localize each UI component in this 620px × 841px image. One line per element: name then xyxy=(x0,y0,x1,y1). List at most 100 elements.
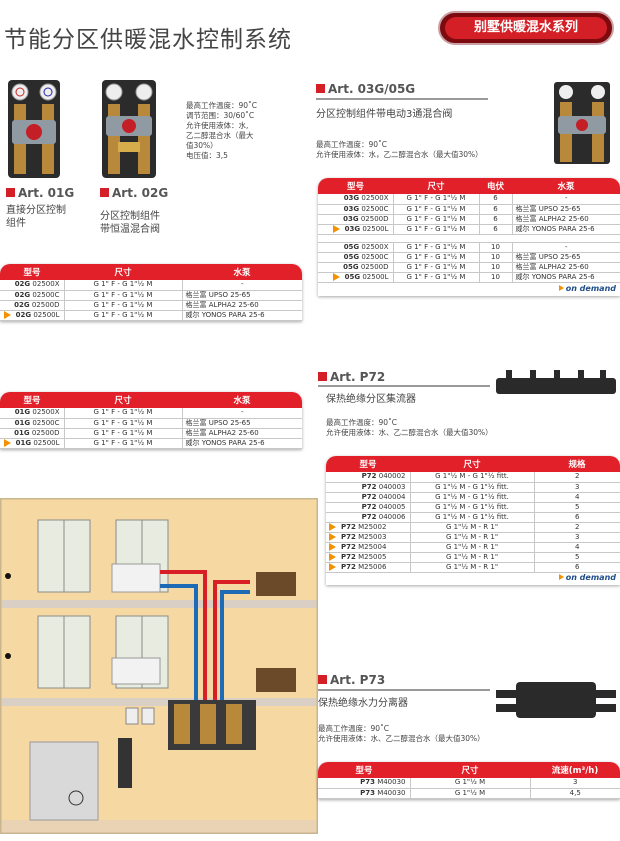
art03g-name: 分区控制组件带电动3通混合阀 xyxy=(316,109,453,120)
table-cell: M40030 xyxy=(377,788,406,797)
table-cell: P72 M25005 xyxy=(326,552,410,563)
table-cell: P72 xyxy=(361,482,377,491)
table-header-cell: 流速(m³/h) xyxy=(530,762,620,778)
table-cell: 02500L xyxy=(33,310,60,319)
table-cell: 01G xyxy=(14,418,31,427)
art02g-code: Art. 02G xyxy=(100,186,168,200)
table-cell: 格兰富 UPSO 25-65 xyxy=(511,252,620,263)
arrow-icon xyxy=(332,224,340,233)
table-cell: 3 xyxy=(533,482,620,493)
table-cell: 6 xyxy=(478,214,512,225)
table-row: 型号尺寸水泵 xyxy=(0,264,302,280)
table-cell: P73 M40030 xyxy=(318,788,410,799)
table-header-cell: 型号 xyxy=(326,456,410,472)
table-cell: 05G 02500D xyxy=(318,262,393,273)
table-cell: 03G 02500C xyxy=(318,204,393,215)
table-row: 型号尺寸流速(m³/h) xyxy=(318,762,620,778)
art03g-spec-temp: 最高工作温度：90˚C xyxy=(316,140,388,149)
table-cell: 03G xyxy=(343,194,360,203)
table-cell: G 1"½ M - R 1" xyxy=(409,562,534,573)
table-cell: 10 xyxy=(478,262,512,273)
table-cell: G 1" F - G 1"½ M xyxy=(63,418,182,429)
table-cell: P72 040006 xyxy=(326,512,410,523)
art03g-spec-fluid: 允许使用液体：水，乙二醇混合水（最大值30%） xyxy=(316,150,483,159)
table-header-cell: 尺寸 xyxy=(393,178,479,194)
table-cell: 2 xyxy=(533,522,620,533)
on-demand-note: on demand xyxy=(326,573,620,585)
table-cell: P72 M25003 xyxy=(326,532,410,543)
table-cell: 02500C xyxy=(361,204,389,213)
artp73-spec-temp: 最高工作温度：90˚C xyxy=(318,724,390,733)
on-demand-note: on demand xyxy=(318,283,620,296)
table-cell: G 1"½ M xyxy=(409,788,530,799)
table-cell: G 1" F - G 1"½ M xyxy=(63,310,182,321)
table-cell: G 1"½ M - R 1" xyxy=(409,542,534,553)
table-cell: 02500X xyxy=(32,280,60,289)
table-cell: - xyxy=(511,242,620,253)
table-cell: 格兰富 UPSO 25-65 xyxy=(511,204,620,215)
table-cell: 01G xyxy=(14,428,30,437)
table-cell: G 1"½ M xyxy=(409,778,530,789)
table-cell: 01G xyxy=(15,438,32,447)
table-cell: 格兰富 UPSO 25-65 xyxy=(181,418,302,429)
table-cell: P72 xyxy=(361,502,377,511)
divider xyxy=(318,689,490,691)
table-header-cell: 尺寸 xyxy=(410,456,534,472)
table-cell: P72 xyxy=(341,532,356,541)
table-cell: 02500D xyxy=(360,262,389,271)
table-cell: G 1" F - G 1"½ M xyxy=(392,204,479,215)
table-cell: 03G xyxy=(343,214,359,223)
table-cell: G 1" F - G 1"½ M xyxy=(392,252,479,263)
artp72-spec-temp: 最高工作温度：90˚C xyxy=(326,418,398,427)
table-cell: 6 xyxy=(478,204,512,215)
table-cell: 05G 02500X xyxy=(318,242,393,253)
table-cell: 02500L xyxy=(362,224,389,233)
table-cell: M25005 xyxy=(358,552,387,561)
table-cell: 02G 02500X xyxy=(0,280,64,291)
table-cell: G 1" F - G 1"½ M xyxy=(63,280,182,291)
table-cell: P73 xyxy=(360,788,375,797)
table-cell: - xyxy=(511,194,620,205)
table-cell: P72 040002 xyxy=(326,472,410,483)
table-cell: 4,5 xyxy=(529,788,620,799)
table-cell: G 1"½ M - R 1" xyxy=(409,522,534,533)
table-cell: G 1" F - G 1"½ M xyxy=(392,194,479,205)
table-cell: 威尔 YONOS PARA 25-6 xyxy=(181,438,302,449)
table-cell: 01G xyxy=(14,408,31,417)
table-cell: 威尔 YONOS PARA 25-6 xyxy=(181,310,302,321)
table-cell: 10 xyxy=(478,242,512,253)
artp72-code: Art. P72 xyxy=(318,370,385,384)
table-cell: 02500L xyxy=(362,272,389,281)
table-cell: 02G xyxy=(15,310,32,319)
table-cell: 03G 02500L xyxy=(318,224,393,235)
product-photo-p73 xyxy=(496,682,616,718)
table-cell: 01G 02500X xyxy=(0,408,64,419)
table-cell: M40030 xyxy=(377,778,406,787)
table-cell: P72 040004 xyxy=(326,492,410,503)
series-badge: 别墅供暖混水系列 xyxy=(438,11,614,45)
art03g-code: Art. 03G/05G xyxy=(316,82,415,96)
table-cell: P73 xyxy=(360,778,375,787)
table-cell: 02500C xyxy=(361,252,389,261)
table-cell: P72 xyxy=(361,472,377,481)
table-cell: 01G 02500C xyxy=(0,418,64,429)
table-cell: 05G xyxy=(344,272,361,281)
table-header-cell: 型号 xyxy=(0,264,64,280)
table-cell: 6 xyxy=(478,194,512,205)
table-header-cell: 水泵 xyxy=(182,392,302,408)
artp72-name: 保热绝缘分区集流器 xyxy=(326,394,416,405)
